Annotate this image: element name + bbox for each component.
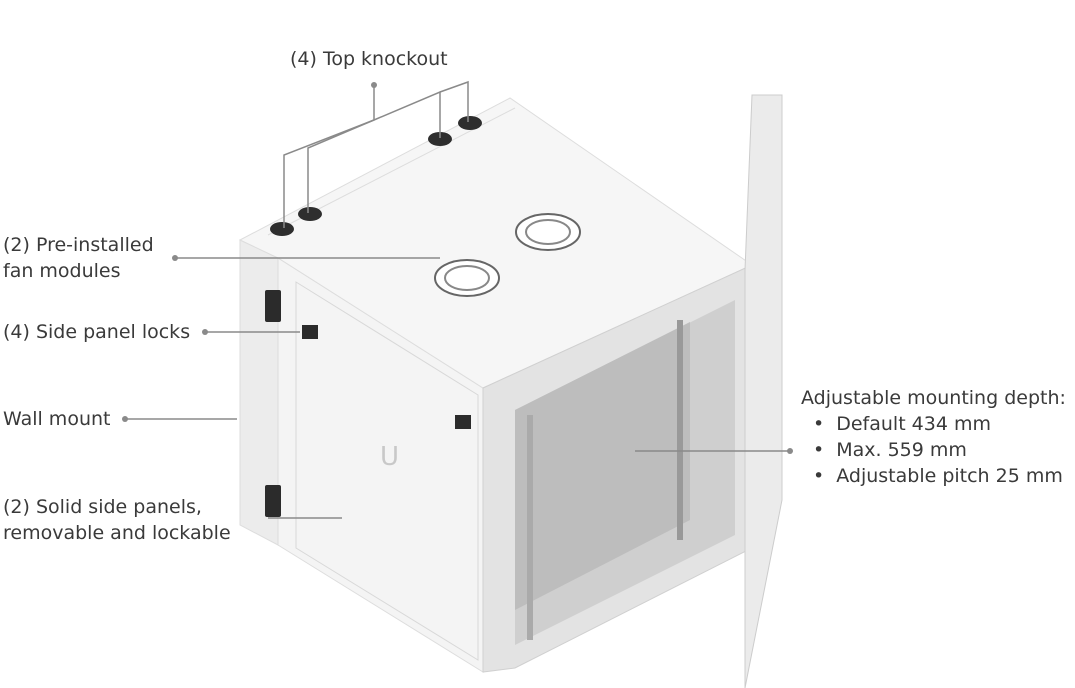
side-panel-locks-label: (4) Side panel locks — [3, 321, 191, 343]
mounting-depth-item: Adjustable pitch 25 mm — [813, 463, 1066, 489]
mounting-depth-label: Adjustable mounting depth: Default 434 m… — [801, 385, 1066, 489]
callout-lines — [125, 80, 790, 519]
side-panels-line-2: removable and lockable — [3, 522, 231, 544]
fan-modules-label: (2) Pre-installed fan modules — [3, 232, 154, 284]
wall-mount-label: Wall mount — [3, 408, 111, 430]
fan-modules-line-1: (2) Pre-installed — [3, 234, 154, 256]
fan-modules-line-2: fan modules — [3, 260, 121, 282]
mounting-depth-item: Max. 559 mm — [813, 437, 1066, 463]
svg-text:U: U — [380, 442, 399, 472]
top-knockout-label: (4) Top knockout — [290, 48, 448, 70]
fan-icon — [434, 213, 581, 297]
side-panels-label: (2) Solid side panels, removable and loc… — [3, 494, 231, 546]
side-panels-line-1: (2) Solid side panels, — [3, 496, 202, 518]
knockout-icon — [270, 116, 482, 236]
mounting-depth-item: Default 434 mm — [813, 411, 1066, 437]
mounting-depth-title: Adjustable mounting depth: — [801, 387, 1066, 409]
